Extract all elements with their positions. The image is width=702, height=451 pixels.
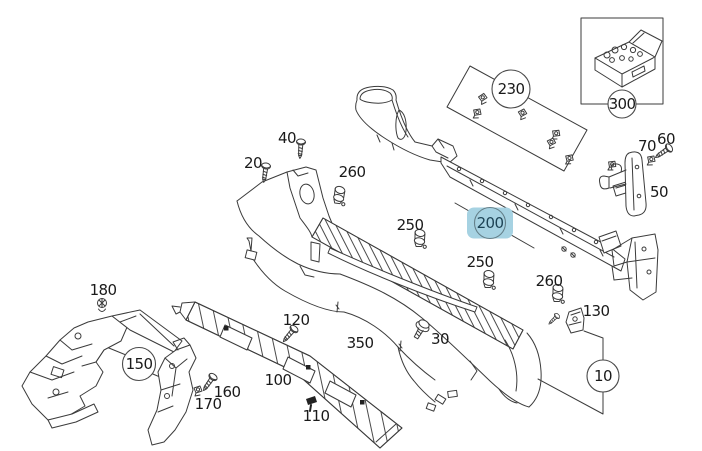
screw-40-drawing — [294, 138, 307, 160]
part-label-170[interactable]: 170 — [195, 395, 222, 413]
bumper-cover-drawing — [236, 166, 542, 408]
part-label-300[interactable]: 300 — [609, 95, 636, 113]
part-label-150[interactable]: 150 — [126, 355, 153, 373]
part-label-130[interactable]: 130 — [583, 302, 610, 320]
clip-nut-180-drawing — [97, 298, 107, 312]
callouts: 20 40 260 250 250 260 130 70 60 50 180 1… — [90, 69, 676, 425]
part-label-250-right[interactable]: 250 — [467, 253, 494, 271]
part-label-10[interactable]: 10 — [594, 367, 613, 385]
clip-kit-230-drawing — [446, 65, 588, 172]
part-label-350[interactable]: 350 — [347, 334, 374, 352]
callout-150[interactable]: 150 — [121, 346, 157, 382]
part-label-20[interactable]: 20 — [244, 154, 263, 172]
part-label-40[interactable]: 40 — [278, 129, 297, 147]
part-label-200[interactable]: 200 — [477, 214, 504, 232]
callout-200-highlighted[interactable]: 200 — [467, 206, 513, 240]
side-bracket-50-drawing — [599, 151, 647, 217]
callout-300[interactable]: 300 — [607, 89, 637, 119]
wiring-harness-350-drawing — [244, 237, 458, 412]
part-label-260-right[interactable]: 260 — [536, 272, 563, 290]
part-label-60[interactable]: 60 — [657, 130, 676, 148]
hardware-kit-300-drawing — [580, 17, 664, 105]
part-label-160[interactable]: 160 — [214, 383, 241, 401]
left-mount-bracket-2-drawing — [147, 337, 197, 446]
part-label-250-left[interactable]: 250 — [397, 216, 424, 234]
part-label-120[interactable]: 120 — [283, 311, 310, 329]
part-label-70[interactable]: 70 — [638, 137, 657, 155]
highlight-badge — [467, 207, 513, 239]
part-label-30[interactable]: 30 — [431, 330, 450, 348]
bolt-30-drawing — [409, 316, 433, 342]
callout-230[interactable]: 230 — [491, 69, 531, 109]
part-label-100[interactable]: 100 — [265, 371, 292, 389]
right-mount-bracket-drawing — [561, 230, 659, 301]
reinforcement-bar-100-drawing — [171, 301, 403, 449]
part-label-110[interactable]: 110 — [303, 407, 330, 425]
clip-70-drawing — [645, 154, 657, 167]
part-label-180[interactable]: 180 — [90, 281, 117, 299]
part-label-50[interactable]: 50 — [650, 183, 669, 201]
part-label-260-left[interactable]: 260 — [339, 163, 366, 181]
sensor-250-right-drawing — [480, 269, 500, 291]
retainer-130-drawing — [537, 307, 604, 415]
rivet-110-drawing — [306, 396, 317, 412]
part-label-230[interactable]: 230 — [498, 80, 525, 98]
callout-10[interactable]: 10 — [586, 359, 620, 393]
left-mount-bracket-drawing — [21, 309, 183, 429]
upper-bracket-drawing — [355, 85, 458, 164]
sensor-260-left-drawing — [330, 184, 351, 207]
